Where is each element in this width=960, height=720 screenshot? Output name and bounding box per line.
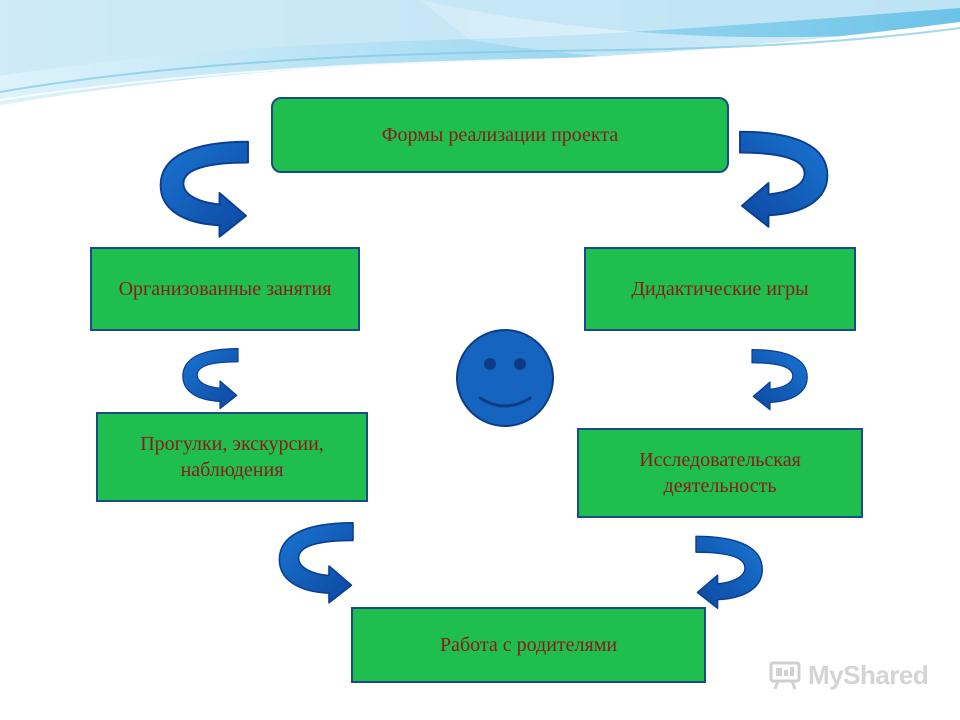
diagram-box-top: Формы реализации проекта [271,97,729,173]
box-label: Формы реализации проекта [381,124,619,146]
watermark: MyShared [768,655,929,695]
diagram-box-left-2: Прогулки, экскурсии, наблюдения [96,412,368,502]
curved-arrow-icon [159,140,249,238]
watermark-text: MyShared [808,659,929,690]
box-label: Организованные занятия [118,278,332,300]
curved-arrow-icon [739,130,829,228]
diagram-box-right-2: Исследовательская деятельность [577,428,863,518]
diagram-box-right-1: Дидактические игры [584,247,856,331]
box-label: Прогулки, экскурсии, наблюдения [140,433,324,481]
curved-arrow-icon [695,535,763,610]
wave-header-decoration [0,0,960,105]
curved-arrow-icon [182,348,239,410]
box-label: Работа с родителями [439,634,618,656]
box-label: Дидактические игры [631,278,809,300]
presentation-board-icon [769,661,801,690]
curved-arrow-icon [751,349,808,411]
curved-arrow-icon [278,521,354,604]
diagram-box-left-1: Организованные занятия [90,247,360,331]
diagram-box-bottom: Работа с родителями [351,607,706,683]
box-label: Исследовательская деятельность [639,449,801,497]
